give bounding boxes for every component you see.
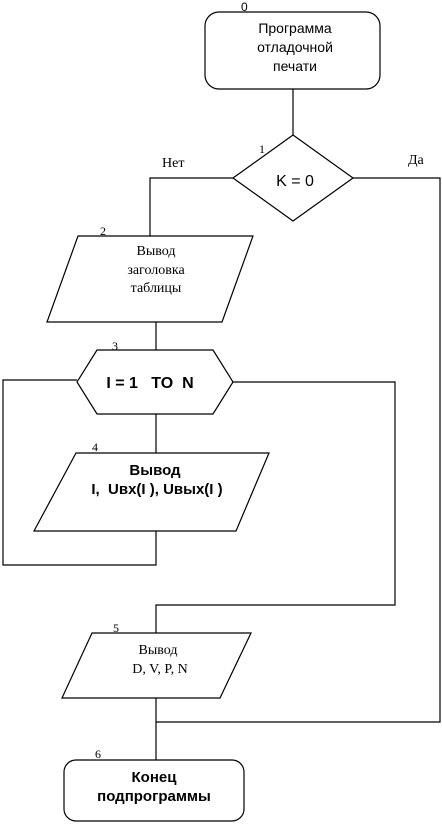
loop-range-label: I = 1 TO N	[106, 375, 193, 392]
output-params-line-1: Вывод	[139, 643, 178, 658]
output-row-line-2: I, Uвх(I ), Uвых(I )	[91, 481, 222, 498]
output-row-block: 4 Вывод I, Uвх(I ), Uвых(I )	[32, 440, 270, 532]
loop-block: 3 I = 1 TO N	[76, 339, 234, 415]
connector-loop-exit	[155, 381, 396, 633]
output-header-shape	[46, 235, 254, 323]
decision-yes-label: Да	[408, 153, 425, 168]
end-label-line-2: подпрограммы	[97, 788, 211, 805]
end-terminator-shape	[63, 759, 245, 822]
output-header-line-2: заголовка	[127, 263, 185, 278]
start-label-line-3: печати	[273, 58, 317, 74]
output-header-line-3: таблицы	[131, 281, 182, 296]
connector-decision-yes-branch	[156, 177, 441, 723]
block-number-3: 3	[112, 339, 118, 353]
decision-block: 1 K = 0 Нет Да	[162, 134, 425, 222]
output-params-block: 5 Вывод D, V, P, N	[61, 621, 252, 699]
start-terminator-shape	[204, 11, 381, 90]
output-row-shape	[32, 452, 270, 532]
output-header-line-1: Вывод	[137, 244, 176, 259]
block-number-5: 5	[113, 621, 119, 635]
decision-condition-label: K = 0	[276, 173, 314, 190]
block-number-4: 4	[92, 440, 98, 454]
start-label-line-2: отладочной	[257, 39, 333, 55]
connector-loop-back	[2, 379, 157, 566]
block-number-1: 1	[259, 142, 265, 156]
output-params-line-2: D, V, P, N	[132, 662, 188, 677]
output-params-shape	[61, 632, 252, 699]
output-row-line-1: Вывод	[129, 462, 181, 479]
loop-hexagon-shape	[76, 349, 234, 415]
decision-diamond-shape	[231, 134, 355, 222]
end-label-line-1: Конец	[132, 769, 178, 786]
block-number-2: 2	[100, 224, 106, 238]
connectors	[2, 89, 441, 760]
start-label-line-1: Программа	[258, 20, 332, 36]
output-header-block: 2 Вывод заголовка таблицы	[46, 224, 254, 323]
block-number-6: 6	[95, 747, 101, 761]
block-number-0: 0	[241, 0, 248, 14]
decision-no-label: Нет	[162, 156, 184, 171]
connector-decision-no-branch	[149, 177, 233, 236]
end-block: 6 Конец подпрограммы	[63, 747, 245, 822]
start-block: 0 Программа отладочной печати	[204, 0, 381, 90]
